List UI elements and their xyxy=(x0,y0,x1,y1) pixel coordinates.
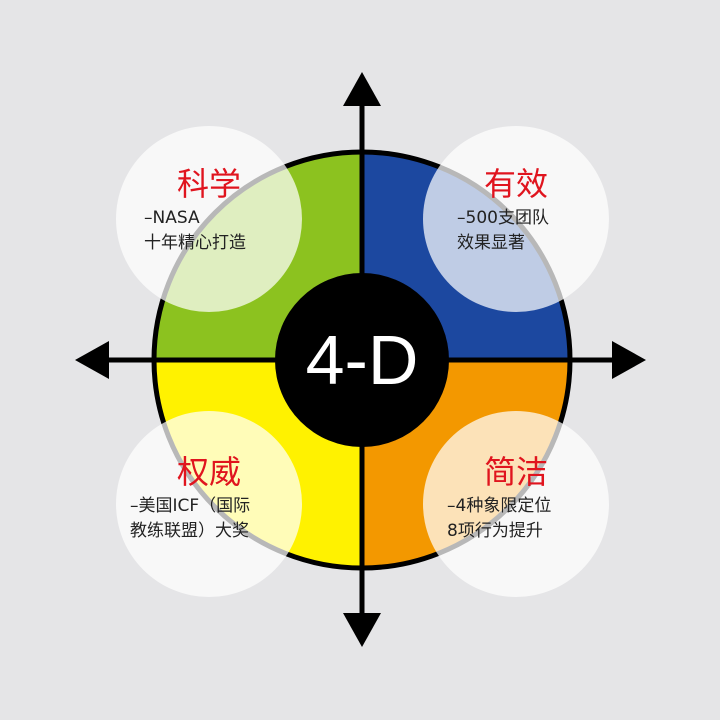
quadrant-line: 教练联盟）大奖 xyxy=(130,521,249,541)
quadrant-line: –4种象限定位 xyxy=(447,496,552,516)
quadrant-line: –NASA xyxy=(144,208,200,228)
quadrant-line: 效果显著 xyxy=(457,233,525,253)
quadrant-title: 简洁 xyxy=(483,453,548,491)
quadrant-title: 权威 xyxy=(176,453,241,491)
arrow-up-icon xyxy=(343,72,381,106)
center-label: 4-D xyxy=(305,321,419,399)
bubble-science xyxy=(116,126,302,312)
quadrant-line: 十年精心打造 xyxy=(144,233,246,253)
quadrant-line: –美国ICF（国际 xyxy=(130,496,251,516)
quadrant-simple-text: 简洁 –4种象限定位 8项行为提升 xyxy=(423,454,623,544)
quadrant-title: 有效 xyxy=(483,165,548,203)
quadrant-line: 8项行为提升 xyxy=(447,521,543,541)
bubble-simple xyxy=(423,411,609,597)
quadrant-science-text: 科学 –NASA 十年精心打造 xyxy=(116,166,316,256)
bubble-effective xyxy=(423,126,609,312)
arrow-right-icon xyxy=(612,341,646,379)
quadrant-line: –500支团队 xyxy=(457,208,549,228)
center-circle xyxy=(275,273,449,447)
quadrant-effective-text: 有效 –500支团队 效果显著 xyxy=(423,166,623,256)
quadrant-authority-text: 权威 –美国ICF（国际 教练联盟）大奖 xyxy=(116,454,316,544)
arrow-left-icon xyxy=(75,341,109,379)
arrow-down-icon xyxy=(343,613,381,647)
quadrant-title: 科学 xyxy=(176,165,241,203)
bubble-authority xyxy=(116,411,302,597)
